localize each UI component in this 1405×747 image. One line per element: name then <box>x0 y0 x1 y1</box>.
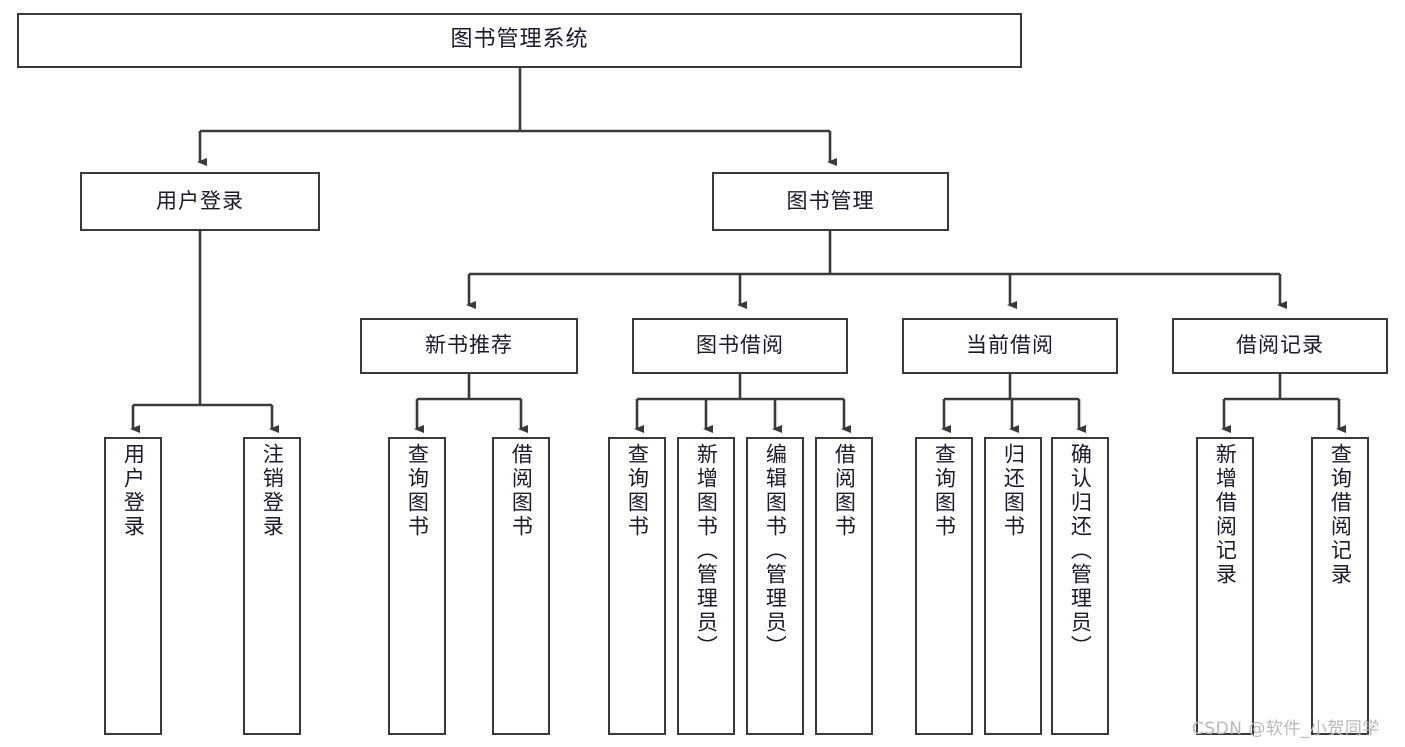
node-label: 用户登录 <box>156 188 244 213</box>
node-label: 借阅记录 <box>1236 333 1324 358</box>
node-root-system[interactable]: 图书管理系统 <box>17 13 1022 68</box>
leaf-borrow-book-new[interactable]: 借阅图书 <box>492 437 550 735</box>
node-label: 查询图书 <box>625 443 650 539</box>
node-label: 新增图书（管理员） <box>694 443 719 659</box>
node-label: 查询图书 <box>405 443 430 539</box>
leaf-user-login[interactable]: 用户登录 <box>104 437 162 735</box>
node-label: 用户登录 <box>121 443 146 539</box>
leaf-query-book-new[interactable]: 查询图书 <box>388 437 446 735</box>
node-user-login[interactable]: 用户登录 <box>80 172 320 231</box>
node-label: 归还图书 <box>1001 443 1026 539</box>
node-label: 当前借阅 <box>966 333 1054 358</box>
node-label: 图书借阅 <box>696 333 784 358</box>
leaf-add-book-admin[interactable]: 新增图书（管理员） <box>677 437 735 735</box>
leaf-borrow-book[interactable]: 借阅图书 <box>815 437 873 735</box>
node-new-book-recommend[interactable]: 新书推荐 <box>360 318 578 374</box>
node-borrow-record[interactable]: 借阅记录 <box>1172 318 1388 374</box>
node-book-borrow[interactable]: 图书借阅 <box>632 318 848 374</box>
node-label: 查询借阅记录 <box>1328 443 1353 587</box>
node-book-manage[interactable]: 图书管理 <box>712 172 949 231</box>
node-label: 新书推荐 <box>425 333 513 358</box>
leaf-query-book-current[interactable]: 查询图书 <box>915 437 973 735</box>
node-label: 借阅图书 <box>832 443 857 539</box>
node-label: 注销登录 <box>260 443 285 539</box>
node-label: 图书管理系统 <box>450 27 589 53</box>
node-label: 借阅图书 <box>509 443 534 539</box>
node-label: 图书管理 <box>786 188 875 213</box>
node-label: 查询图书 <box>932 443 957 539</box>
leaf-logout[interactable]: 注销登录 <box>243 437 301 735</box>
leaf-edit-book-admin[interactable]: 编辑图书（管理员） <box>746 437 804 735</box>
node-label: 编辑图书（管理员） <box>763 443 788 659</box>
watermark: CSDN @软件_小贺同学 <box>1192 719 1380 739</box>
leaf-return-book[interactable]: 归还图书 <box>984 437 1042 735</box>
node-label: 确认归还（管理员） <box>1068 443 1093 659</box>
node-current-borrow[interactable]: 当前借阅 <box>902 318 1118 374</box>
leaf-query-borrow-record[interactable]: 查询借阅记录 <box>1311 437 1369 735</box>
leaf-confirm-return-admin[interactable]: 确认归还（管理员） <box>1051 437 1109 735</box>
leaf-query-book-borrow[interactable]: 查询图书 <box>608 437 666 735</box>
node-label: 新增借阅记录 <box>1213 443 1238 587</box>
leaf-add-borrow-record[interactable]: 新增借阅记录 <box>1196 437 1254 735</box>
